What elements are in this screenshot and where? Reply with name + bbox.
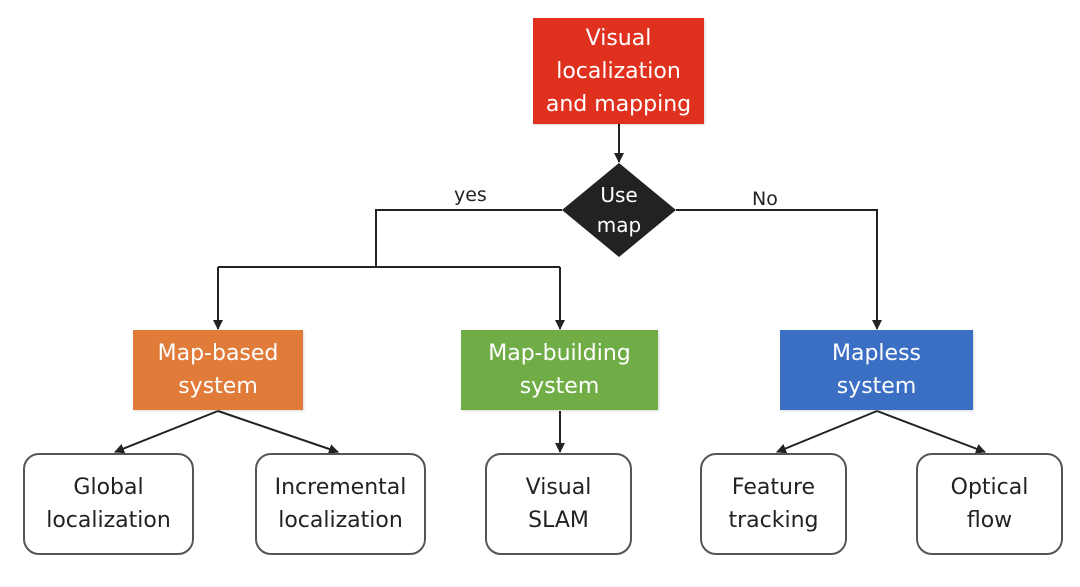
global-line-1: Global xyxy=(73,475,144,500)
mapless-line-2: system xyxy=(836,374,917,399)
optical-flow-node: Optical flow xyxy=(916,453,1063,555)
mapless-line-1: Mapless xyxy=(832,341,921,366)
decision-diamond xyxy=(562,163,676,257)
optical-flow-line-2: flow xyxy=(966,508,1013,533)
global-localization-node: Global localization xyxy=(23,453,194,555)
edge-no xyxy=(676,209,882,330)
map-based-line-1: Map-based xyxy=(157,341,279,366)
feature-tracking-node: Feature tracking xyxy=(700,453,847,555)
feature-tracking-line-2: tracking xyxy=(728,508,819,533)
edge-label-yes: yes xyxy=(454,184,487,206)
optical-flow-line-1: Optical xyxy=(950,475,1029,500)
root-node: Visual localization and mapping xyxy=(533,18,704,124)
edge-label-no: No xyxy=(752,188,778,210)
root-line-1: Visual xyxy=(585,25,652,51)
visual-slam-node: Visual SLAM xyxy=(485,453,632,555)
edge-to-global xyxy=(114,410,219,454)
map-building-system-node: Map-building system xyxy=(461,330,658,410)
edge-to-feature-tracking xyxy=(776,410,878,454)
map-based-line-2: system xyxy=(178,374,258,399)
decision-line-1: Use xyxy=(600,183,638,207)
incremental-line-2: localization xyxy=(278,508,403,533)
edge-to-incremental xyxy=(217,410,339,454)
visual-slam-line-1: Visual xyxy=(525,475,592,500)
edge-yes xyxy=(375,209,562,267)
map-building-line-2: system xyxy=(519,374,600,399)
visual-slam-line-2: SLAM xyxy=(528,508,589,533)
edge-to-optical-flow xyxy=(876,410,986,454)
map-building-line-1: Map-building xyxy=(488,341,631,366)
map-based-system-node: Map-based system xyxy=(133,330,303,410)
root-line-3: and mapping xyxy=(545,91,692,117)
incremental-localization-node: Incremental localization xyxy=(255,453,426,555)
feature-tracking-line-1: Feature xyxy=(731,475,816,500)
global-line-2: localization xyxy=(46,508,171,533)
incremental-line-1: Incremental xyxy=(274,475,407,500)
root-line-2: localization xyxy=(556,58,681,84)
decision-line-2: map xyxy=(596,213,642,237)
mapless-system-node: Mapless system xyxy=(780,330,973,410)
decision-node: Use map xyxy=(562,163,676,257)
